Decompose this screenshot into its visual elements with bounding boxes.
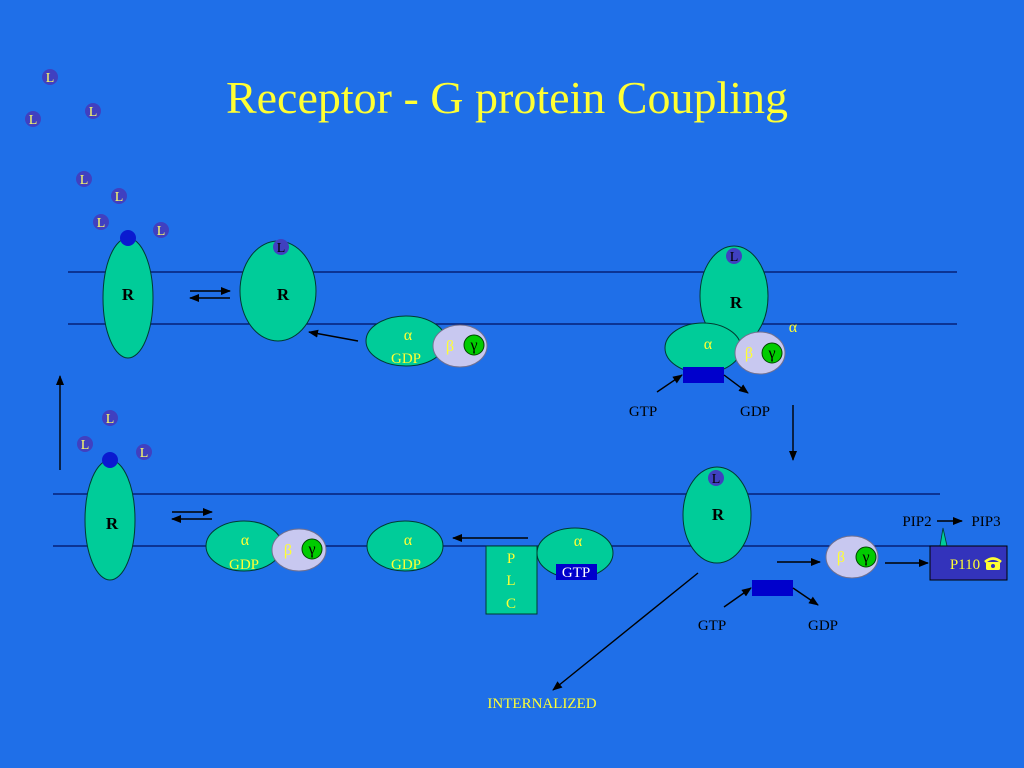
- svg-text:α: α: [704, 336, 713, 353]
- ligand: L: [77, 436, 93, 453]
- svg-text:γ: γ: [861, 549, 869, 566]
- membrane-top: [68, 271, 957, 325]
- g-protein-top-right: α β γ α: [664, 319, 798, 383]
- receptor-bottom-1: R: [84, 452, 136, 581]
- telephone-icon: [984, 557, 1002, 570]
- equilibrium-arrows-top: [189, 287, 231, 302]
- svg-text:R: R: [122, 285, 135, 304]
- ligand: L: [102, 410, 118, 427]
- svg-text:GTP: GTP: [698, 618, 726, 634]
- svg-text:GDP: GDP: [391, 351, 421, 367]
- svg-text:R: R: [712, 505, 725, 524]
- svg-text:β: β: [284, 542, 292, 559]
- svg-text:L: L: [29, 113, 38, 128]
- slide-title: Receptor - G protein Coupling: [226, 72, 788, 123]
- ligand: L: [85, 103, 101, 120]
- receptor-top-3: L R: [699, 245, 769, 347]
- svg-text:α: α: [789, 319, 798, 336]
- svg-text:R: R: [277, 285, 290, 304]
- svg-text:α: α: [404, 327, 413, 344]
- pip3-label: PIP3: [971, 514, 1000, 530]
- svg-text:GDP: GDP: [808, 618, 838, 634]
- svg-text:P110: P110: [950, 557, 980, 573]
- receptor-bottom-2: L R: [682, 466, 752, 564]
- svg-text:β: β: [745, 345, 753, 362]
- exchange-bottom: GTP GDP: [698, 580, 838, 634]
- equilibrium-arrows-bottom: [171, 508, 213, 523]
- p110-spike: [939, 527, 948, 547]
- svg-text:L: L: [80, 173, 89, 188]
- gtp-gdp-exchange-box: [683, 367, 724, 383]
- ligand: L: [25, 111, 41, 128]
- bottom-ligands: L L L: [77, 410, 152, 461]
- ligand: L: [42, 69, 58, 86]
- svg-text:L: L: [115, 190, 124, 205]
- plc-box: P L C: [485, 545, 538, 615]
- p110-box: P110: [929, 545, 1008, 581]
- arrow-internalized: [552, 572, 699, 691]
- svg-text:β: β: [446, 338, 454, 355]
- ligand: L: [136, 444, 152, 461]
- svg-text:L: L: [106, 412, 115, 427]
- svg-text:C: C: [506, 596, 516, 612]
- svg-text:α: α: [404, 532, 413, 549]
- arrow-gprotein-to-receptor: [308, 329, 359, 342]
- ligand: L: [153, 222, 169, 239]
- pip2-label: PIP2: [902, 514, 931, 530]
- g-protein-top: α GDP β γ: [365, 315, 488, 368]
- svg-text:GDP: GDP: [391, 557, 421, 573]
- svg-text:GTP: GTP: [629, 404, 657, 420]
- g-protein-bottom-1: α GDP β γ: [205, 520, 327, 573]
- svg-text:P: P: [507, 551, 515, 567]
- receptor-top-2: L R: [239, 239, 317, 342]
- svg-text:γ: γ: [469, 337, 477, 354]
- ligand: L: [111, 188, 127, 205]
- svg-text:R: R: [730, 293, 743, 312]
- svg-text:L: L: [140, 446, 149, 461]
- svg-text:γ: γ: [307, 541, 315, 558]
- svg-text:L: L: [506, 573, 515, 589]
- svg-text:L: L: [97, 216, 106, 231]
- svg-text:GTP: GTP: [562, 565, 590, 581]
- g-alpha-gtp: α GTP: [536, 527, 614, 581]
- svg-text:L: L: [89, 105, 98, 120]
- svg-text:L: L: [277, 241, 286, 256]
- ligand: L: [93, 214, 109, 231]
- free-ligands: L L L L L L L: [25, 69, 169, 239]
- svg-text:L: L: [46, 71, 55, 86]
- svg-text:R: R: [106, 514, 119, 533]
- svg-text:α: α: [241, 532, 250, 549]
- svg-text:L: L: [712, 472, 721, 487]
- exchange-top: GTP GDP: [629, 374, 770, 420]
- receptor-top-1: R: [102, 230, 154, 359]
- beta-gamma-free: β γ: [825, 535, 879, 579]
- svg-text:L: L: [730, 250, 739, 265]
- svg-text:GDP: GDP: [740, 404, 770, 420]
- svg-text:α: α: [574, 533, 583, 550]
- svg-text:γ: γ: [767, 345, 775, 362]
- ligand: L: [76, 171, 92, 188]
- internalized-label: INTERNALIZED: [487, 696, 596, 712]
- svg-text:L: L: [157, 224, 166, 239]
- svg-text:β: β: [837, 549, 845, 566]
- g-alpha-gdp-bottom: α GDP: [366, 520, 444, 573]
- svg-text:GDP: GDP: [229, 557, 259, 573]
- svg-text:L: L: [81, 438, 90, 453]
